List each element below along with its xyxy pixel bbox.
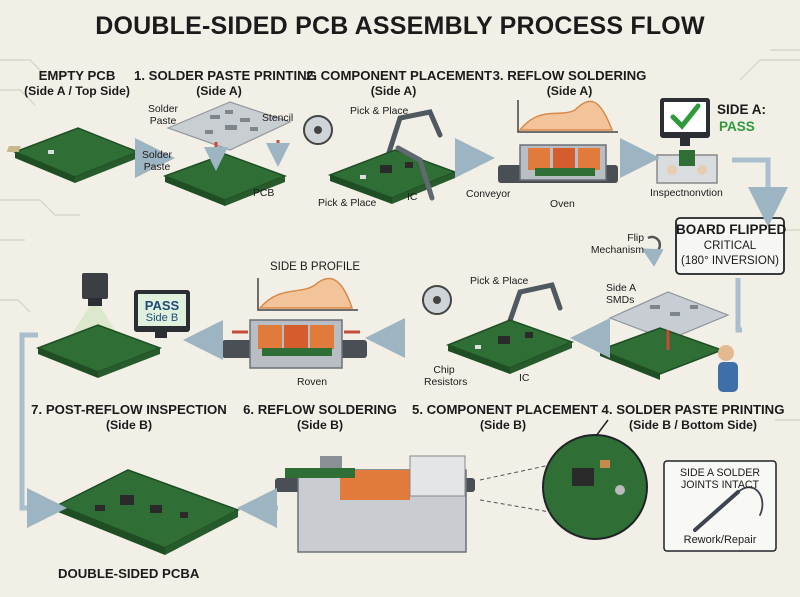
checkmark-icon xyxy=(670,103,701,130)
step-1-sub: (Side A) xyxy=(196,84,242,98)
step-5-title: 5. COMPONENT PLACEMENT xyxy=(412,402,599,417)
label-side-a-joints: SIDE A SOLDER JOINTS INTACT xyxy=(679,467,761,491)
label-pick-place-top: Pick & Place xyxy=(350,106,409,117)
pcb-side-b-placement xyxy=(445,319,575,374)
step-2-sub: (Side A) xyxy=(370,84,417,98)
label-inspection: Inspectnonvtion xyxy=(650,188,723,199)
step-7-title: 7. POST-REFLOW INSPECTION xyxy=(31,402,227,417)
page-title: DOUBLE-SIDED PCB ASSEMBLY PROCESS FLOW xyxy=(95,12,705,40)
label-pick-place-b: Pick & Place xyxy=(470,276,529,287)
step-7: 7. POST-REFLOW INSPECTION (Side B) xyxy=(30,402,228,433)
label-side-b-profile: SIDE B PROFILE xyxy=(270,261,361,273)
label-pcb: PCB xyxy=(253,188,275,199)
magnifier-icon xyxy=(542,434,648,540)
label-stencil: Stencil xyxy=(262,113,294,124)
step-5: 5. COMPONENT PLACEMENT (Side B) xyxy=(412,402,599,433)
board-flipped-critical: CRITICAL xyxy=(703,240,757,252)
step-empty-pcb: EMPTY PCB (Side A / Top Side) xyxy=(12,68,142,99)
step-4-sub: (Side B / Bottom Side) xyxy=(629,418,757,432)
stencil-sheet xyxy=(166,101,292,151)
operator-figure xyxy=(718,345,738,392)
label-pick-place-bottom: Pick & Place xyxy=(318,198,377,209)
step-7-sub: (Side B) xyxy=(105,418,153,432)
inspection-station-a xyxy=(656,150,718,184)
label-solder-paste-top: Solder Paste xyxy=(147,104,179,127)
step-4-title: 4. SOLDER PASTE PRINTING xyxy=(601,402,785,417)
flow-arrows xyxy=(19,138,788,528)
robot-arm-a2 xyxy=(395,145,435,201)
step-6: 6. REFLOW SOLDERING (Side B) xyxy=(240,402,400,433)
step-3-title: 3. REFLOW SOLDERING xyxy=(492,68,647,83)
label-rework: Rework/Repair xyxy=(683,534,757,546)
label-side-a: SIDE A: xyxy=(717,102,767,117)
label-flip-mechanism: Flip Mechanism xyxy=(590,233,644,256)
step-4: 4. SOLDER PASTE PRINTING (Side B / Botto… xyxy=(598,402,788,433)
component-reel-a xyxy=(303,115,333,145)
soldering-iron-icon xyxy=(693,486,764,532)
reflow-profile-a xyxy=(517,100,618,133)
robot-arm-b xyxy=(502,282,563,338)
label-solder-paste-bottom: Solder Paste xyxy=(141,150,173,173)
reflow-oven-b xyxy=(222,319,367,369)
double-sided-pcba-board xyxy=(56,469,240,555)
flip-arrows-icon xyxy=(641,235,664,267)
pcb-side-b-printing xyxy=(597,327,725,380)
step-6-sub: (Side B) xyxy=(296,418,344,432)
step-3-sub: (Side A) xyxy=(546,84,593,98)
label-chip-resistors: Chip Resistors xyxy=(424,365,468,388)
component-reel-b xyxy=(422,285,452,315)
label-roven: Roven xyxy=(297,377,328,388)
label-side-a-pass: PASS xyxy=(719,119,755,134)
step-empty-sub: (Side A / Top Side) xyxy=(24,84,130,98)
board-flipped-box xyxy=(675,217,785,275)
label-side-a-smds: Side A SMDs xyxy=(606,283,636,306)
board-flipped-title: BOARD FLIPPED xyxy=(676,222,787,237)
robot-arm-a xyxy=(382,109,443,168)
pcb-side-b-inspection xyxy=(35,324,163,378)
empty-pcb-board xyxy=(6,127,141,183)
label-side-b: Side B xyxy=(145,312,179,324)
label-pass-b: PASS xyxy=(144,298,180,313)
reflow-profile-b xyxy=(257,277,358,311)
step-2-title: 2. COMPONENT PLACEMENT xyxy=(306,68,493,83)
pcb-side-a-placement xyxy=(327,149,458,204)
board-flipped-inversion: (180° INVERSION) xyxy=(681,255,779,267)
assembly-machine xyxy=(275,455,475,553)
label-conveyor: Conveyor xyxy=(466,189,511,200)
final-title: DOUBLE-SIDED PCBA xyxy=(58,566,200,581)
label-oven: Oven xyxy=(550,199,575,210)
step-1: 1. SOLDER PASTE PRINTING (Side A) xyxy=(134,68,317,99)
magnifier-callout-line xyxy=(595,419,609,437)
camera-icon xyxy=(82,273,108,306)
step-empty-title: EMPTY PCB xyxy=(38,68,116,83)
reflow-oven-a xyxy=(498,144,618,183)
inspection-monitor-b xyxy=(134,290,190,338)
step-6-title: 6. REFLOW SOLDERING xyxy=(243,402,397,417)
label-ic: IC xyxy=(407,192,418,203)
step-5-sub: (Side B) xyxy=(479,418,527,432)
step-1-title: 1. SOLDER PASTE PRINTING xyxy=(134,68,317,83)
step-3: 3. REFLOW SOLDERING (Side A) xyxy=(492,68,647,99)
step-2: 2. COMPONENT PLACEMENT (Side A) xyxy=(306,68,493,99)
label-ic-b: IC xyxy=(519,373,530,384)
